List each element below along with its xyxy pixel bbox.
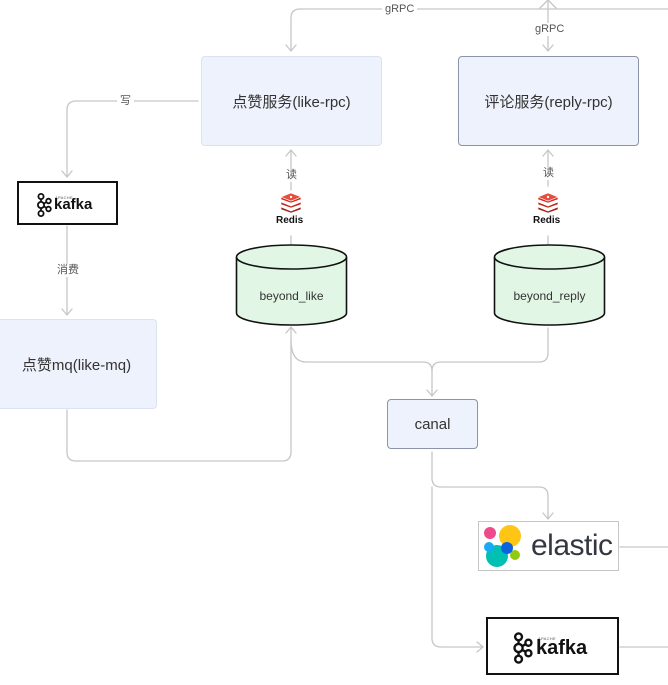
arrow-like-mq	[61, 308, 73, 316]
redis-label-like: Redis	[276, 215, 304, 226]
edge-like-db-to-canal	[290, 339, 433, 396]
edge-canal-to-elastic	[431, 451, 549, 519]
canal-label: canal	[414, 415, 451, 433]
beyond-reply-label: beyond_reply	[513, 289, 586, 303]
canal-node[interactable]: canal	[387, 399, 478, 449]
arrow-reply-rpc	[542, 44, 554, 52]
beyond-reply-db-icon[interactable]	[493, 244, 606, 326]
like-mq-label: 点赞mq(like-mq)	[21, 356, 132, 374]
reply-rpc-node[interactable]: 评论服务(reply-rpc)	[458, 56, 639, 146]
kafka-node-bottom[interactable]	[486, 617, 619, 675]
elastic-icon	[484, 525, 521, 567]
kafka-icon-bottom	[513, 632, 533, 664]
kafka-label-bottom: kafka	[536, 637, 588, 659]
beyond-like-label: beyond_like	[259, 289, 324, 303]
edge-label-read-reply: 读	[540, 167, 557, 180]
arrow-canal	[426, 389, 438, 397]
arrow-like-rpc	[285, 44, 297, 52]
edge-label-consume: 消费	[54, 264, 82, 277]
beyond-like-db-icon[interactable]	[235, 244, 348, 326]
edge-canal-to-kafka	[431, 486, 483, 648]
edge-grpc-to-like	[290, 8, 668, 51]
elastic-label: elastic	[531, 529, 613, 562]
edge-label-grpc-right: gRPC	[532, 23, 568, 36]
redis-label-reply: Redis	[533, 215, 561, 226]
arrow-beyond-like	[285, 326, 297, 334]
kafka-label-top: kafka	[54, 196, 93, 213]
arrow-read-like	[285, 149, 297, 157]
kafka-icon	[37, 193, 52, 217]
arrow-elastic	[542, 512, 554, 520]
apache-label-bottom: APACHE	[538, 636, 556, 641]
kafka-node-top[interactable]	[17, 181, 118, 225]
like-rpc-node[interactable]: 点赞服务(like-rpc)	[201, 56, 382, 146]
edge-write	[66, 100, 199, 177]
edge-label-read-like: 读	[283, 169, 300, 182]
like-rpc-label: 点赞服务(like-rpc)	[232, 93, 351, 111]
edge-reply-db-to-canal	[431, 327, 549, 372]
edge-mq-to-db	[66, 327, 292, 462]
edge-label-grpc-top: gRPC	[382, 3, 418, 16]
reply-rpc-label: 评论服务(reply-rpc)	[484, 93, 613, 111]
arrow-kafka-bottom	[476, 641, 484, 653]
arrow-kafka	[61, 170, 73, 178]
like-mq-node[interactable]: 点赞mq(like-mq)	[0, 319, 157, 409]
edge-label-write: 写	[117, 95, 134, 108]
apache-label-top: APACHE	[55, 195, 73, 200]
redis-icon-like	[280, 192, 302, 214]
arrow-read-reply	[542, 149, 554, 157]
redis-icon-reply	[537, 192, 559, 214]
